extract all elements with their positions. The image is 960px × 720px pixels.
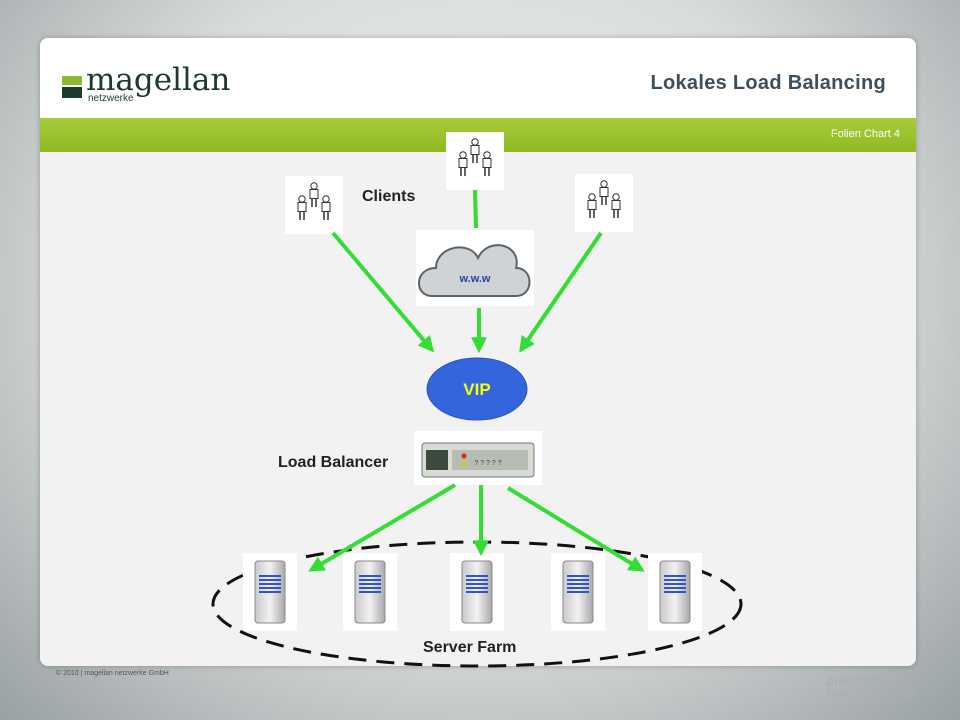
- slogan-line-1: DISCOVER: [826, 676, 888, 688]
- vip-ellipse: [426, 357, 528, 421]
- logo-brand-text: magellan: [86, 62, 230, 98]
- clients-right-icon: [575, 174, 633, 232]
- chart-label: Folien Chart 4: [830, 128, 900, 140]
- svg-text:? ? ? ? ?: ? ? ? ? ?: [474, 460, 501, 467]
- footer-copyright: © 2010 | magellan netzwerke GmbH: [56, 670, 169, 677]
- cloud-label: w.w.w: [459, 273, 491, 285]
- load-balancer-label: Load Balancer: [278, 454, 389, 471]
- logo-sub-text: netzwerke: [88, 93, 134, 104]
- server-1-icon: [242, 552, 298, 632]
- arrow-lb-to-server-right: [506, 486, 645, 572]
- magellan-logo: magellan netzwerke: [62, 62, 230, 104]
- server-farm-label: Server Farm: [423, 639, 517, 656]
- load-balancer-icon: ? ? ? ? ?: [414, 431, 542, 485]
- arrow-right-client-to-vip: [519, 231, 603, 353]
- clients-center-icon: [446, 132, 504, 190]
- slide-header: magellan netzwerke Lokales Load Balancin…: [40, 38, 916, 118]
- clients-left-icon: [285, 176, 343, 234]
- arrow-lb-to-server-left: [308, 483, 457, 572]
- footer-slogan: DISCOVER OUR NETWORK: [826, 676, 916, 700]
- server-2-icon: [342, 552, 398, 632]
- server-5-icon: [647, 552, 703, 632]
- arrow-center-client-to-cloud: [473, 189, 478, 229]
- slide-title: Lokales Load Balancing: [650, 72, 886, 94]
- server-4-icon: [550, 552, 606, 632]
- clients-label: Clients: [362, 188, 416, 205]
- server-3-icon: [449, 552, 505, 632]
- vip-label: VIP: [463, 380, 490, 399]
- slogan-line-2: OUR NETWORK: [826, 688, 916, 700]
- internet-cloud-icon: w.w.w: [416, 230, 534, 306]
- arrow-left-client-to-vip: [331, 231, 435, 353]
